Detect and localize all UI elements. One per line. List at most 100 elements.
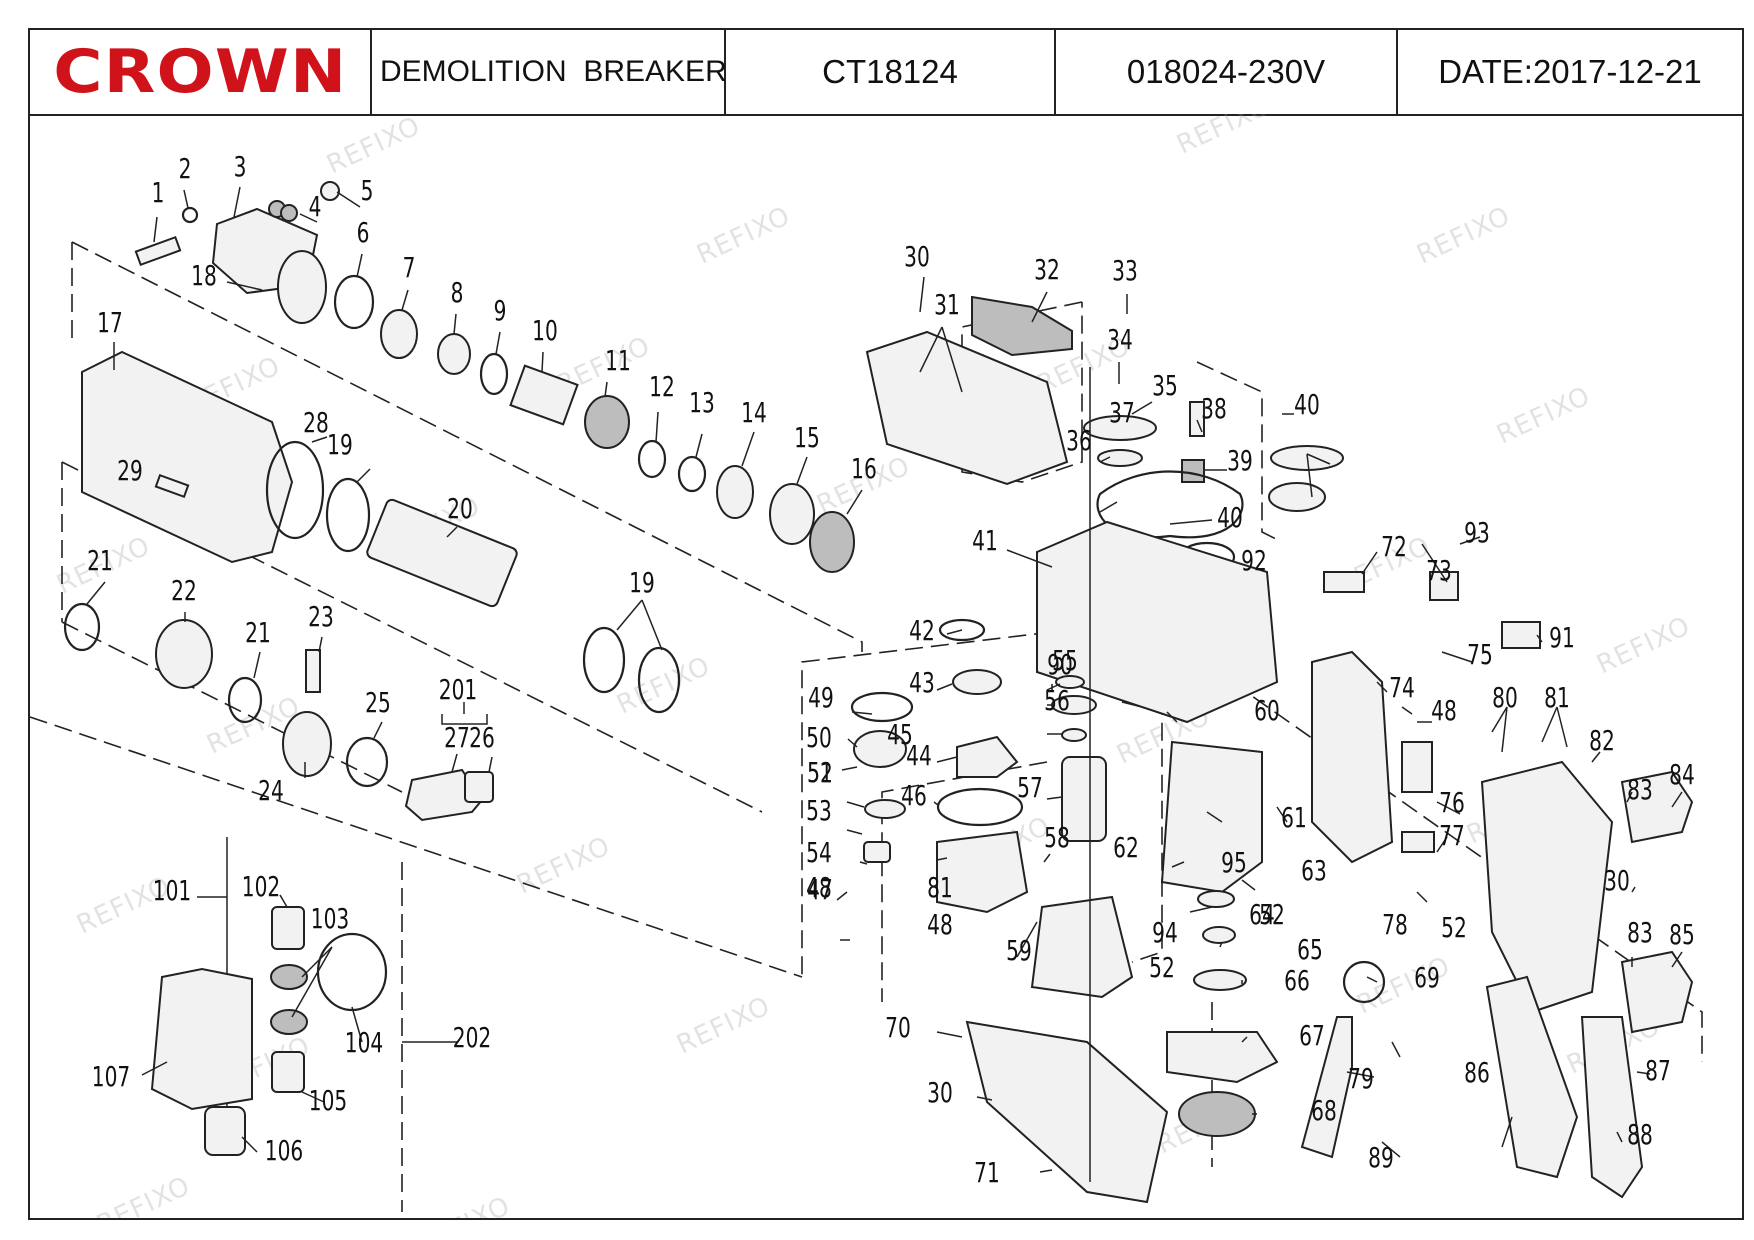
part-label-64: 64 [1249, 898, 1275, 931]
watermark-text: REFIXO [692, 201, 795, 270]
part-label-104: 104 [345, 1026, 383, 1059]
watermark-text: REFIXO [672, 991, 775, 1060]
date-cell: DATE:2017-12-21 [1398, 30, 1742, 114]
part-label-52: 52 [1441, 911, 1467, 944]
watermark-text: REFIXO [92, 1171, 195, 1218]
part-label-53: 53 [806, 794, 832, 827]
part-label-24: 24 [258, 774, 284, 807]
part-label-68: 68 [1311, 1094, 1337, 1127]
part-label-52: 52 [807, 756, 833, 789]
part-label-78: 78 [1382, 908, 1408, 941]
part-label-84: 84 [1669, 758, 1695, 791]
title-block: CROWN DEMOLITION BREAKER CT18124 018024-… [30, 30, 1742, 116]
part-label-201: 201 [439, 673, 477, 706]
part-label-70: 70 [885, 1011, 911, 1044]
part-label-33: 33 [1112, 254, 1138, 287]
part-label-31: 31 [934, 288, 960, 321]
part-label-30: 30 [927, 1076, 953, 1109]
part-label-6: 6 [357, 216, 370, 249]
part-label-44: 44 [906, 739, 932, 772]
part-label-36: 36 [1066, 424, 1092, 457]
part-label-27: 27 [444, 721, 470, 754]
part-label-52: 52 [1259, 898, 1285, 931]
code-cell: 018024-230V [1056, 30, 1398, 114]
part-label-63: 63 [1301, 854, 1327, 887]
leader-lines [86, 186, 1683, 1182]
part-label-83: 83 [1627, 916, 1653, 949]
part-label-76: 76 [1439, 786, 1465, 819]
part-label-28: 28 [303, 406, 329, 439]
watermark-text: REFIXO [412, 1191, 515, 1218]
part-label-94: 94 [1152, 916, 1178, 949]
part-label-69: 69 [1414, 961, 1440, 994]
part-label-52: 52 [1149, 951, 1175, 984]
part-label-21: 21 [245, 616, 271, 649]
part-label-30: 30 [904, 240, 930, 273]
part-label-88: 88 [1627, 1118, 1653, 1151]
part-label-10: 10 [532, 314, 558, 347]
watermark-text: REFIXO [1172, 114, 1275, 160]
part-label-47: 47 [807, 873, 833, 906]
model-number: CT18124 [822, 53, 958, 90]
part-label-30: 30 [1604, 864, 1630, 897]
part-label-74: 74 [1389, 671, 1415, 704]
part-label-58: 58 [1044, 821, 1070, 854]
part-label-92: 92 [1241, 544, 1267, 577]
part-label-2: 2 [179, 152, 192, 185]
part-label-26: 26 [469, 721, 495, 754]
part-label-60: 60 [1254, 694, 1280, 727]
part-label-18: 18 [191, 259, 217, 292]
part-label-91: 91 [1549, 621, 1575, 654]
part-label-50: 50 [806, 721, 832, 754]
part-label-106: 106 [265, 1134, 303, 1167]
part-label-42: 42 [909, 614, 935, 647]
part-label-55: 55 [1052, 644, 1078, 677]
part-label-12: 12 [649, 370, 675, 403]
part-label-51: 51 [807, 756, 833, 789]
part-label-48: 48 [927, 908, 953, 941]
part-label-17: 17 [97, 306, 123, 339]
part-label-95: 95 [1221, 846, 1247, 879]
part-label-41: 41 [972, 524, 998, 557]
product-code: 018024-230V [1126, 53, 1326, 90]
part-label-65: 65 [1297, 933, 1323, 966]
part-label-40: 40 [1294, 388, 1320, 421]
part-label-7: 7 [403, 251, 416, 284]
part-label-86: 86 [1464, 1056, 1490, 1089]
part-label-48: 48 [806, 871, 832, 904]
part-label-21: 21 [87, 544, 113, 577]
part-label-49: 49 [808, 681, 834, 714]
part-label-67: 67 [1299, 1019, 1325, 1052]
part-label-35: 35 [1152, 369, 1178, 402]
part-label-1: 1 [152, 176, 165, 209]
part-label-57: 57 [1017, 771, 1043, 804]
watermark-text: REFIXO [512, 831, 615, 900]
part-label-72: 72 [1381, 530, 1407, 563]
part-label-79: 79 [1348, 1062, 1374, 1095]
part-label-59: 59 [1006, 934, 1032, 967]
part-label-23: 23 [308, 600, 334, 633]
brand-logo: CROWN [52, 37, 348, 107]
product-name-cell: DEMOLITION BREAKER [372, 30, 727, 114]
part-label-54: 54 [806, 836, 832, 869]
part-label-80: 80 [1492, 681, 1518, 714]
part-label-75: 75 [1467, 638, 1493, 671]
part-label-83: 83 [1627, 773, 1653, 806]
part-label-9: 9 [494, 294, 507, 327]
part-label-202: 202 [453, 1021, 491, 1054]
part-label-19: 19 [629, 566, 655, 599]
model-cell: CT18124 [726, 30, 1056, 114]
part-label-103: 103 [311, 902, 349, 935]
part-label-62: 62 [1113, 831, 1139, 864]
part-label-13: 13 [689, 386, 715, 419]
part-label-101: 101 [153, 874, 191, 907]
part-label-38: 38 [1201, 392, 1227, 425]
part-label-45: 45 [887, 718, 913, 751]
part-label-20: 20 [447, 492, 473, 525]
part-label-93: 93 [1464, 516, 1490, 549]
part-label-81: 81 [927, 871, 953, 904]
part-label-48: 48 [1431, 694, 1457, 727]
part-label-3: 3 [234, 150, 247, 183]
